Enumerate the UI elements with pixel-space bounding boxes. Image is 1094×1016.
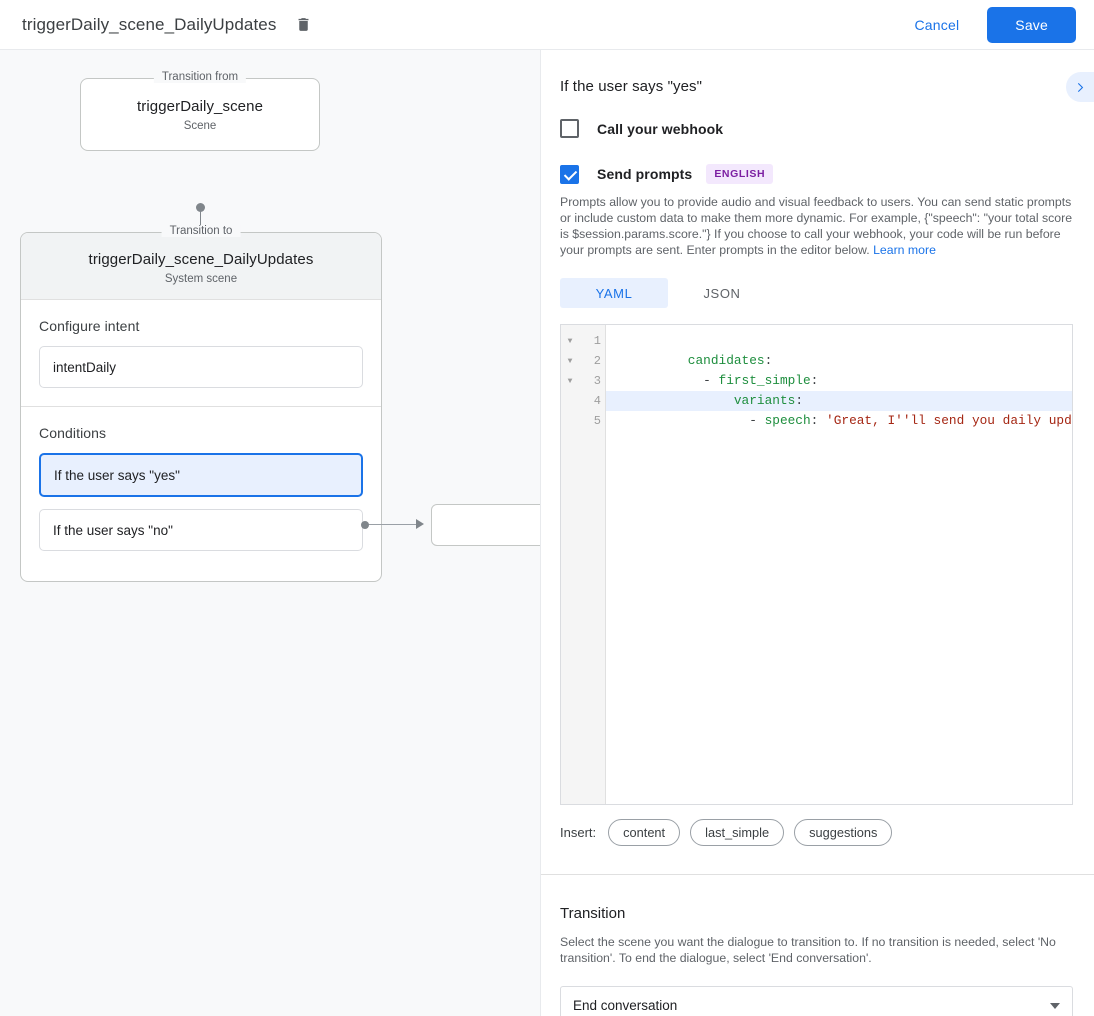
gutter-row: ▼ 2 bbox=[561, 351, 605, 371]
line-number: 2 bbox=[593, 354, 601, 368]
gutter-row: 5 bbox=[561, 411, 605, 431]
editor-code-area[interactable]: candidates: - first_simple: variants: - … bbox=[606, 325, 1072, 804]
from-node-title: triggerDaily_scene bbox=[136, 97, 264, 115]
gutter-row: 4 bbox=[561, 391, 605, 411]
line-number: 1 bbox=[593, 334, 601, 348]
trash-icon bbox=[298, 18, 309, 31]
insert-chip-last-simple[interactable]: last_simple bbox=[690, 819, 785, 846]
panel-section-divider bbox=[541, 874, 1094, 875]
top-bar-actions: Cancel Save bbox=[901, 6, 1076, 43]
call-webhook-label: Call your webhook bbox=[597, 120, 724, 137]
code-colon: : bbox=[795, 393, 803, 408]
code-indent bbox=[688, 373, 703, 388]
condition-item-no[interactable]: If the user says "no" bbox=[39, 509, 363, 551]
insert-chips-row: Insert: content last_simple suggestions bbox=[560, 819, 1094, 846]
line-number: 3 bbox=[593, 374, 601, 388]
from-node-subtitle: Scene bbox=[183, 119, 217, 132]
configure-intent-section: Configure intent intentDaily bbox=[21, 300, 381, 388]
line-number: 4 bbox=[593, 394, 601, 408]
panel-title: If the user says "yes" bbox=[560, 78, 703, 95]
fold-triangle-icon[interactable]: ▼ bbox=[567, 356, 573, 366]
code-key: first_simple bbox=[718, 373, 811, 388]
delete-button[interactable] bbox=[290, 12, 316, 38]
collapse-panel-button[interactable] bbox=[1066, 72, 1094, 102]
condition-connector-dot bbox=[361, 521, 369, 529]
code-dash: - bbox=[749, 413, 765, 428]
send-prompts-description: Prompts allow you to provide audio and v… bbox=[560, 194, 1075, 258]
transition-from-node[interactable]: Transition from triggerDaily_scene Scene bbox=[80, 71, 320, 151]
code-indent bbox=[688, 413, 749, 428]
connector-arrow-right-icon bbox=[416, 519, 424, 529]
page-title: triggerDaily_scene_DailyUpdates bbox=[22, 14, 277, 34]
target-node-stub[interactable] bbox=[431, 504, 540, 546]
code-colon: : bbox=[810, 373, 819, 388]
code-line: variants: bbox=[606, 371, 1072, 408]
connector-line-horizontal bbox=[368, 524, 418, 525]
insert-chip-content[interactable]: content bbox=[608, 819, 681, 846]
chevron-right-icon bbox=[1077, 82, 1083, 92]
top-app-bar: triggerDaily_scene_DailyUpdates Cancel S… bbox=[0, 0, 1094, 50]
code-line: candidates: bbox=[606, 331, 1072, 368]
connector-dot bbox=[196, 203, 205, 212]
editor-gutter: ▼ 1 ▼ 2 ▼ 3 4 5 bbox=[561, 325, 606, 804]
prompt-code-editor[interactable]: ▼ 1 ▼ 2 ▼ 3 4 5 bbox=[560, 324, 1073, 805]
condition-item-yes[interactable]: If the user says "yes" bbox=[39, 453, 363, 497]
transition-target-value: End conversation bbox=[573, 998, 678, 1013]
code-colon: : bbox=[764, 353, 773, 368]
transition-to-legend: Transition to bbox=[161, 225, 241, 237]
code-value: 'Great, I''ll send you daily updates.' bbox=[826, 413, 1072, 428]
code-colon: : bbox=[810, 413, 827, 428]
to-node-subtitle: System scene bbox=[164, 273, 238, 285]
code-line: - first_simple: bbox=[606, 351, 1072, 388]
code-dash: - bbox=[703, 373, 719, 388]
intent-value-box[interactable]: intentDaily bbox=[39, 346, 363, 388]
gutter-row: ▼ 1 bbox=[561, 331, 605, 351]
format-tab-bar: YAML JSON bbox=[560, 278, 1094, 308]
transition-from-legend: Transition from bbox=[153, 71, 247, 83]
call-webhook-row[interactable]: Call your webhook bbox=[541, 119, 1094, 138]
transition-section-description: Select the scene you want the dialogue t… bbox=[560, 935, 1056, 965]
tab-yaml[interactable]: YAML bbox=[560, 278, 668, 308]
to-node-title: triggerDaily_scene_DailyUpdates bbox=[88, 251, 314, 268]
tab-json[interactable]: JSON bbox=[703, 285, 741, 301]
configure-intent-label: Configure intent bbox=[39, 318, 140, 334]
save-button[interactable]: Save bbox=[987, 6, 1076, 43]
transition-section-title: Transition bbox=[560, 905, 626, 922]
code-indent bbox=[688, 393, 734, 408]
insert-label: Insert: bbox=[560, 825, 597, 840]
send-prompts-checkbox[interactable] bbox=[560, 164, 579, 184]
code-key: variants bbox=[733, 393, 796, 408]
language-badge: ENGLISH bbox=[706, 164, 774, 184]
line-number: 5 bbox=[593, 414, 601, 428]
cancel-button[interactable]: Cancel bbox=[901, 9, 974, 41]
code-key: speech bbox=[764, 413, 811, 428]
transition-target-select[interactable]: End conversation bbox=[560, 986, 1073, 1016]
conditions-label: Conditions bbox=[39, 425, 107, 441]
fold-triangle-icon[interactable]: ▼ bbox=[567, 376, 573, 386]
gutter-row: ▼ 3 bbox=[561, 371, 605, 391]
call-webhook-checkbox[interactable] bbox=[560, 119, 579, 138]
node-section-divider bbox=[21, 406, 381, 407]
send-prompts-label: Send prompts bbox=[597, 166, 693, 182]
insert-chip-suggestions[interactable]: suggestions bbox=[794, 819, 893, 846]
transition-to-node[interactable]: Transition to triggerDaily_scene_DailyUp… bbox=[20, 225, 382, 582]
to-node-header: triggerDaily_scene_DailyUpdates System s… bbox=[21, 233, 381, 300]
send-prompts-row[interactable]: Send prompts ENGLISH bbox=[541, 164, 1094, 184]
code-key: candidates bbox=[687, 353, 765, 368]
code-line-active: - speech: 'Great, I''ll send you daily u… bbox=[606, 391, 1072, 428]
chevron-down-icon bbox=[1050, 1002, 1060, 1009]
description-text: Prompts allow you to provide audio and v… bbox=[560, 195, 1073, 257]
learn-more-link[interactable]: Learn more bbox=[873, 243, 936, 257]
scene-graph-canvas[interactable]: Transition from triggerDaily_scene Scene… bbox=[0, 50, 541, 1016]
condition-detail-panel: If the user says "yes" Call your webhook… bbox=[541, 50, 1094, 1016]
fold-triangle-icon[interactable]: ▼ bbox=[567, 336, 573, 346]
conditions-section: Conditions If the user says "yes" If the… bbox=[21, 407, 381, 551]
